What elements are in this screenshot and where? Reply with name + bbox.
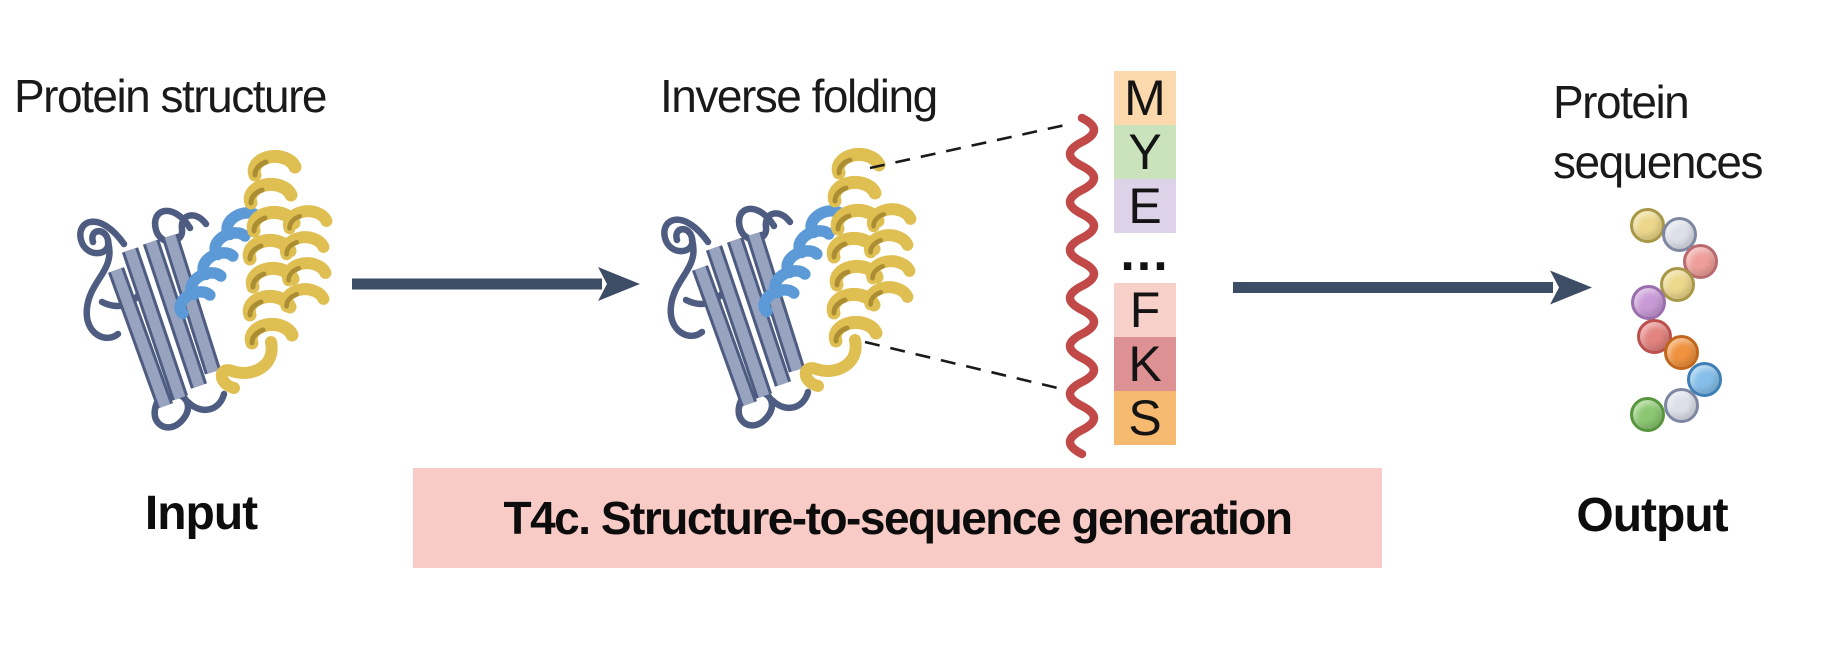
- residue-Y: Y: [1114, 124, 1176, 180]
- task-banner: T4c. Structure-to-sequence generation: [413, 468, 1382, 568]
- arrow-input-to-folding-icon: [352, 267, 640, 301]
- output-title-line2: sequences: [1553, 136, 1764, 188]
- input-section-title: Protein structure: [14, 70, 327, 122]
- output-section-title: Protein sequences: [1553, 72, 1764, 192]
- backbone-squiggle-line: [1065, 113, 1099, 459]
- sequence-ellipsis: ...: [1120, 224, 1170, 282]
- input-caption: Input: [144, 487, 258, 540]
- residue-F: F: [1114, 282, 1176, 338]
- residue-M: M: [1114, 70, 1176, 126]
- output-title-line1: Protein: [1553, 76, 1690, 128]
- residue-K: K: [1114, 336, 1176, 392]
- zoom-dashed-lines: [864, 122, 1071, 392]
- task-banner-label: T4c. Structure-to-sequence generation: [503, 492, 1294, 544]
- residue-S: S: [1114, 390, 1176, 446]
- output-caption: Output: [1576, 489, 1728, 542]
- protein-ribbon-illustration-middle: [664, 154, 910, 425]
- protein-ribbon-illustration-left: [80, 156, 326, 427]
- process-section-title: Inverse folding: [660, 70, 938, 122]
- residue-E: E: [1114, 178, 1176, 234]
- arrow-folding-to-output-icon: [1233, 270, 1592, 305]
